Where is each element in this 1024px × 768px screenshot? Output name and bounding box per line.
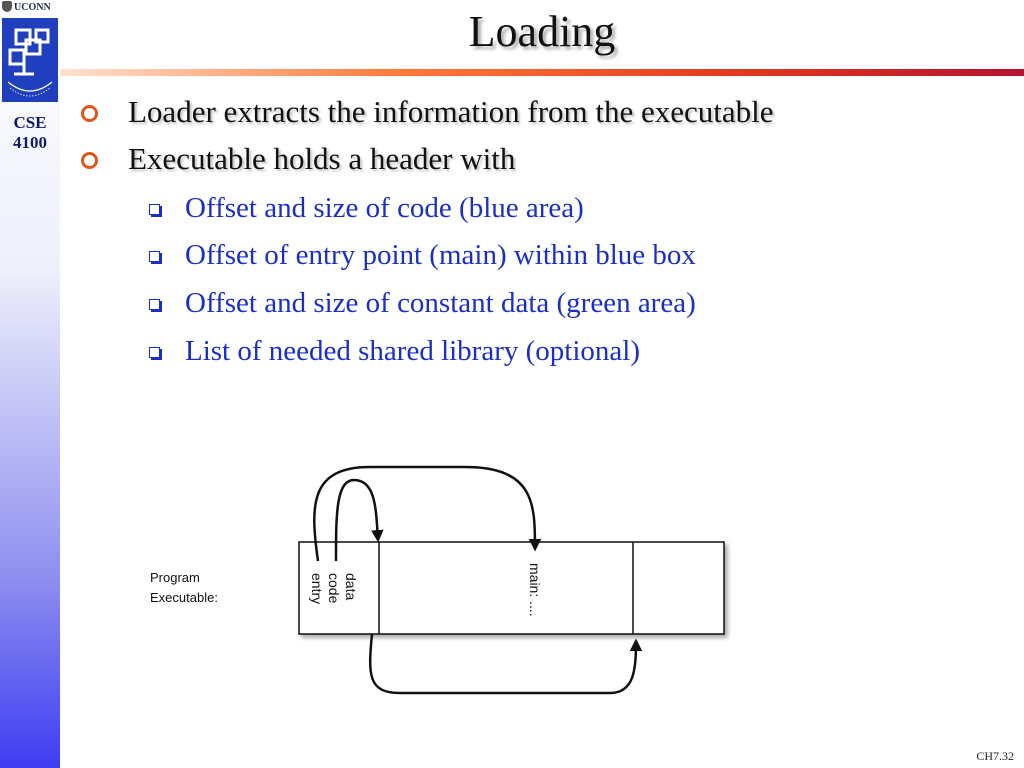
sub-bullet-text: Offset and size of code (blue area): [185, 192, 584, 224]
university-name: UCONN: [14, 2, 51, 13]
entry-pointer-arrow: [313, 465, 542, 562]
course-code-line2: 4100: [13, 133, 47, 152]
sidebar: UCONN CSE 4100: [0, 0, 60, 768]
header-field-entry: entry: [309, 573, 325, 604]
bullet-text: Loader extracts the information from the…: [128, 94, 774, 129]
sub-bullet-text: List of needed shared library (optional): [185, 335, 640, 367]
sub-bullet-square-icon: [149, 347, 160, 358]
slide-title: Loading: [468, 7, 616, 56]
sub-bullet-square-icon: [149, 251, 160, 262]
main-entry-label: main: ....: [527, 563, 543, 617]
header-field-data: data: [343, 573, 359, 600]
sub-bullet-text: Offset of entry point (main) within blue…: [185, 239, 696, 271]
course-code-line1: CSE: [13, 113, 47, 132]
seal-icon: [2, 1, 12, 12]
department-logo-icon: [2, 18, 58, 102]
header-field-code: code: [326, 573, 342, 604]
data-pointer-arrow: [368, 633, 643, 695]
bullet-ring-icon: [81, 105, 98, 122]
slide-number: CH7.32: [976, 749, 1014, 763]
sub-bullet-square-icon: [149, 299, 160, 310]
sub-bullet-square-icon: [149, 204, 160, 215]
code-pointer-arrow: [334, 478, 384, 562]
bullet-ring-icon: [81, 152, 98, 169]
course-code: CSE 4100: [0, 113, 60, 153]
executable-box: [298, 541, 725, 635]
title-divider: [60, 69, 1024, 76]
executable-layout-diagram: Program Executable: entry code data main…: [150, 465, 725, 695]
bullet-text: Executable holds a header with: [128, 141, 516, 176]
diagram-caption-line2: Executable:: [150, 590, 218, 605]
sub-bullet-text: Offset and size of constant data (green …: [185, 287, 696, 319]
diagram-caption-line1: Program: [150, 570, 200, 585]
university-mark: UCONN: [2, 1, 60, 15]
